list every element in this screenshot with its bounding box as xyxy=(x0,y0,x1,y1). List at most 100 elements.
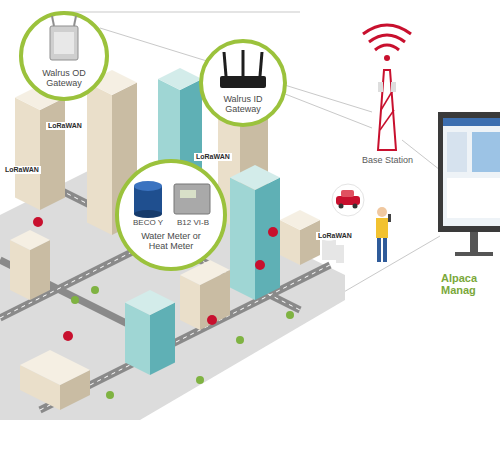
indoor-gateway xyxy=(220,76,266,88)
node-text: B12 VI-B xyxy=(170,218,216,227)
road xyxy=(40,265,330,410)
monitor-screen xyxy=(443,118,500,226)
gateway-antenna xyxy=(52,16,54,26)
tree xyxy=(106,391,114,399)
node-text: Walrus ID Gateway xyxy=(213,94,273,115)
monitor-base xyxy=(455,252,493,256)
person-head xyxy=(377,207,387,217)
sensor-dot xyxy=(268,227,278,237)
tank xyxy=(336,245,344,263)
gateway-circle: Walrus ID Gateway xyxy=(198,38,288,128)
gateway-antenna xyxy=(260,52,262,76)
glass-building xyxy=(125,290,175,375)
gateway-circle: Walrus OD Gateway xyxy=(18,10,110,102)
lorawan-tag: LoRaWAN xyxy=(46,122,84,130)
circle-outline xyxy=(114,158,228,272)
outdoor-gateway xyxy=(50,26,78,60)
circle-ring xyxy=(117,161,225,269)
tree xyxy=(91,286,99,294)
water-meter-base xyxy=(134,210,162,218)
person xyxy=(376,207,391,262)
building-face xyxy=(87,83,112,236)
building-face xyxy=(30,240,50,300)
tree xyxy=(196,376,204,384)
node-text: Water Meter or Heat Meter xyxy=(134,231,208,252)
building-roof xyxy=(230,165,280,190)
car-roof xyxy=(341,190,354,197)
monitor xyxy=(438,112,500,256)
gateway-panel xyxy=(54,32,74,54)
meter-circle: BECO YB12 VI-B Water Meter or Heat Meter xyxy=(114,158,228,272)
building xyxy=(180,260,230,330)
factory xyxy=(20,350,90,410)
network-line xyxy=(60,12,300,13)
screen-bar xyxy=(443,118,500,126)
sensor-dot xyxy=(255,260,265,270)
tower-frame xyxy=(378,70,396,150)
building xyxy=(10,230,50,300)
circle-outline xyxy=(198,38,288,128)
lorawan-tag: LoRaWAN xyxy=(194,153,232,161)
road-marking xyxy=(40,265,330,410)
base-station-tower xyxy=(363,25,411,150)
wifi-arc xyxy=(369,35,405,42)
tree xyxy=(71,296,79,304)
sensor-dot xyxy=(63,331,73,341)
car-wheel xyxy=(339,204,344,209)
platform-label: Alpaca Manag xyxy=(441,272,497,296)
antenna-panel xyxy=(391,82,396,92)
building-roof xyxy=(158,68,202,90)
tree xyxy=(236,336,244,344)
screen-map xyxy=(472,132,500,172)
node-text: Walrus OD Gateway xyxy=(34,68,94,89)
tree xyxy=(286,311,294,319)
network-line xyxy=(280,92,372,128)
building-face xyxy=(230,178,255,301)
heat-meter xyxy=(174,184,210,214)
building-face xyxy=(125,303,150,376)
gateway-antenna xyxy=(242,50,245,76)
tower-brace xyxy=(380,110,394,130)
building-roof xyxy=(125,290,175,315)
station-label: Base Station xyxy=(362,156,413,166)
wifi-arc xyxy=(375,45,399,50)
person-leg xyxy=(377,238,381,262)
water-meter-top xyxy=(134,181,162,191)
gateway-antenna xyxy=(224,52,226,76)
circle-ring xyxy=(201,41,285,125)
car-wheel xyxy=(353,204,358,209)
car-body xyxy=(336,196,360,205)
trees xyxy=(71,286,294,399)
car xyxy=(332,184,364,216)
sensor-dot xyxy=(207,315,217,325)
glass-building xyxy=(230,165,280,300)
heat-meter-display xyxy=(180,190,196,198)
network-line xyxy=(330,236,440,300)
building-face xyxy=(255,178,280,301)
circle-ring xyxy=(21,13,107,99)
lorawan-tag: LoRaWAN xyxy=(316,232,354,240)
gateway-antenna xyxy=(74,16,76,26)
tower-brace xyxy=(381,90,393,110)
person-vest xyxy=(376,218,388,238)
sensor-dot xyxy=(33,217,43,227)
lorawan-tag: LoRaWAN xyxy=(3,166,41,174)
building-face xyxy=(15,98,40,211)
car-badge xyxy=(332,184,364,216)
building-roof xyxy=(20,350,90,385)
node-text: BECO Y xyxy=(126,218,170,227)
building xyxy=(280,210,320,265)
building-roof xyxy=(10,230,50,250)
building-face xyxy=(150,303,175,376)
antenna-panel xyxy=(378,82,383,92)
screen-panel xyxy=(447,132,467,172)
wifi-dot xyxy=(384,55,390,61)
building-face xyxy=(10,240,30,300)
person-phone xyxy=(388,214,391,222)
wifi-arc xyxy=(363,25,411,34)
building xyxy=(15,85,65,210)
network-line xyxy=(402,140,440,170)
monitor-frame xyxy=(438,112,500,232)
building-face xyxy=(40,98,65,211)
